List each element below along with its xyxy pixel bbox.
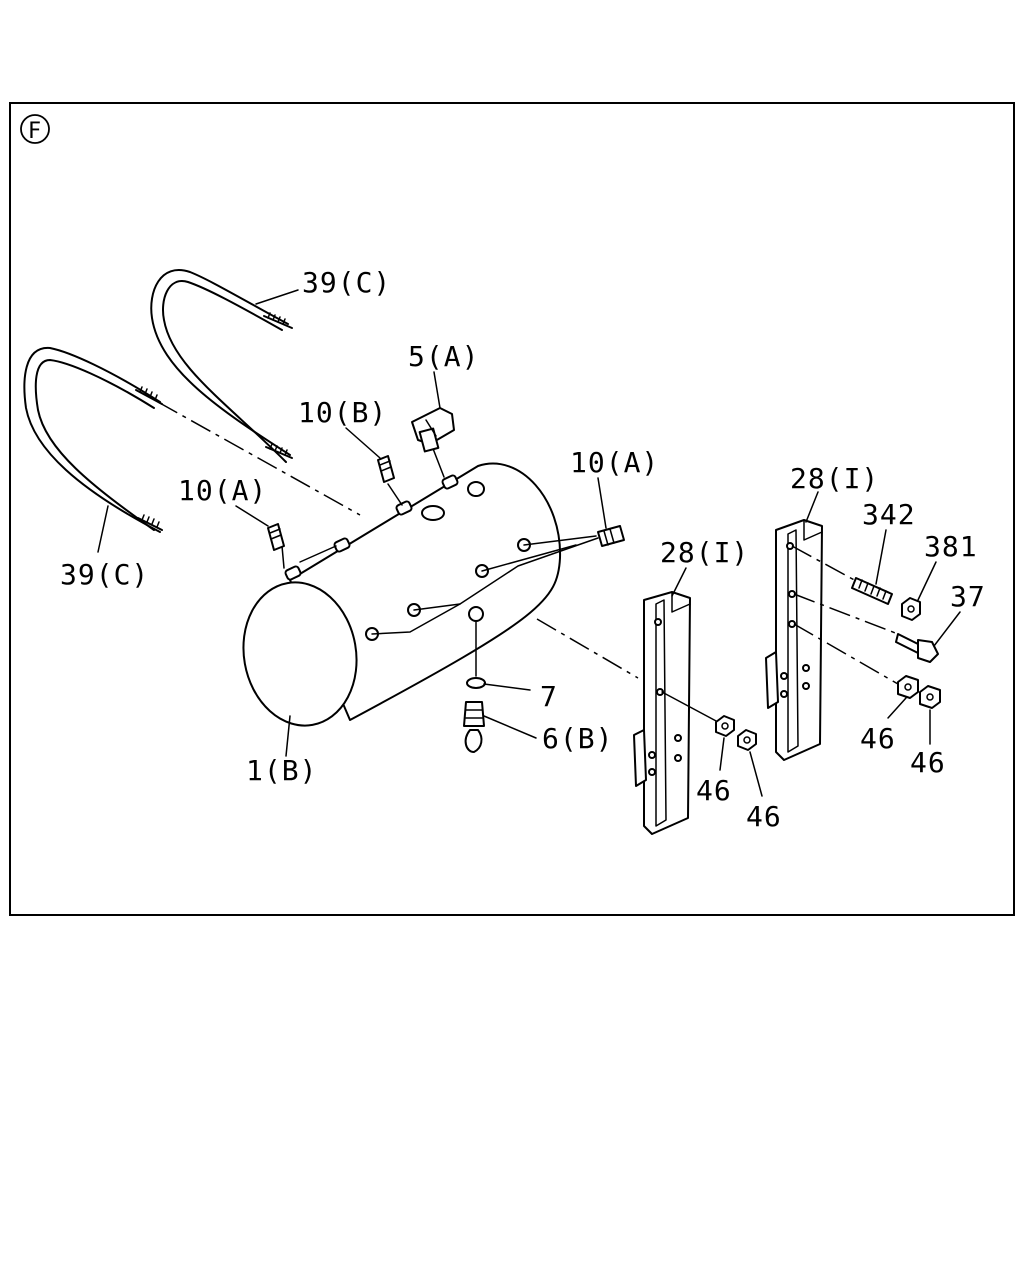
- bracket-left: [633, 591, 691, 835]
- label-washer: 7: [540, 680, 558, 713]
- label-plug-a-right: 10(A): [570, 446, 659, 479]
- plug-10a-right: [597, 525, 625, 547]
- section-marker-letter: F: [28, 119, 42, 144]
- label-bracket-right: 28(I): [790, 462, 879, 495]
- label-plug-a-left: 10(A): [178, 474, 267, 507]
- label-nut-left-b: 46: [746, 800, 782, 833]
- label-nut-left-a: 46: [696, 774, 732, 807]
- bolt-37: [895, 633, 939, 663]
- nut-right-b: [919, 685, 941, 709]
- label-leaders: [97, 289, 961, 797]
- label-bracket-left: 28(I): [660, 536, 749, 569]
- label-nut-right-a: 46: [860, 722, 896, 755]
- strap-centre-line: [157, 401, 361, 516]
- plug-10a-left: [267, 523, 285, 551]
- diagram-frame: [9, 102, 1015, 916]
- strap-thread-marks: [139, 312, 288, 528]
- tank-centre-line: [536, 618, 639, 679]
- strap-lower: [23, 346, 163, 533]
- label-drain-cock: 6(B): [542, 722, 613, 755]
- label-bolt: 37: [950, 580, 986, 613]
- right-bracket-line-2: [793, 593, 899, 635]
- nut-381: [901, 597, 921, 621]
- nut-left-a: [715, 715, 735, 737]
- bracket-right: [765, 519, 823, 761]
- stud-342: [851, 577, 893, 605]
- drain-cock-6b: [463, 701, 485, 753]
- label-nut-right-b: 46: [910, 746, 946, 779]
- label-valve: 5(A): [408, 340, 479, 373]
- label-tank: 1(B): [246, 754, 317, 787]
- label-strap-upper: 39(C): [302, 266, 391, 299]
- label-nut-381: 381: [924, 530, 978, 563]
- right-bracket-line-3: [793, 623, 899, 685]
- right-bracket-line-1: [791, 545, 859, 583]
- section-marker: F: [20, 114, 50, 144]
- nut-left-b: [737, 729, 757, 751]
- plug-10b: [377, 455, 395, 483]
- bracket-left-leader: [661, 691, 719, 723]
- port-leader-lines: [281, 445, 599, 677]
- label-stud: 342: [862, 498, 916, 531]
- washer-7: [466, 677, 486, 689]
- label-plug-b: 10(B): [298, 396, 387, 429]
- label-strap-lower: 39(C): [60, 558, 149, 591]
- nut-right-a: [897, 675, 919, 699]
- air-tank: [242, 462, 562, 727]
- valve-5a: [411, 407, 455, 453]
